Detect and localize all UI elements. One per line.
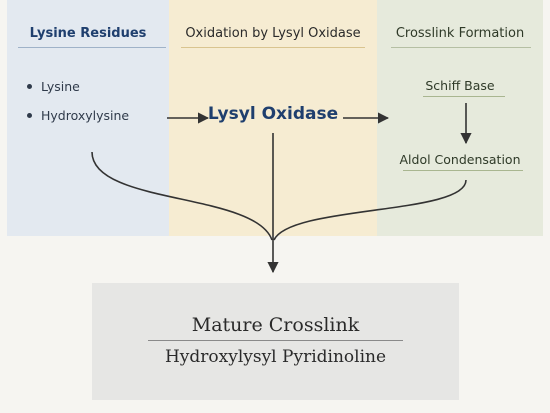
bullet-icon [27,84,32,89]
mature-crosslink-box: Mature Crosslink Hydroxylysyl Pyridinoli… [92,283,459,400]
schiff-base-label: Schiff Base [425,78,495,93]
lysine-residues-panel: Lysine Residues Lysine Hydroxylysine [7,0,169,236]
schiff-base-underline [423,96,505,97]
oxidation-title: Oxidation by Lysyl Oxidase [185,26,361,41]
lysyl-oxidase-label: Lysyl Oxidase [207,104,339,124]
crosslink-formation-panel: Crosslink Formation Schiff Base Aldol Co… [377,0,543,236]
lysine-label: Lysine [41,79,80,94]
bullet-icon [27,113,32,118]
crosslink-formation-title: Crosslink Formation [395,26,525,41]
aldol-condensation-label: Aldol Condensation [399,152,521,167]
crosslink-formation-title-rule [391,47,531,48]
mature-crosslink-title: Mature Crosslink [191,314,360,336]
lysine-residues-title-rule [18,47,166,48]
oxidation-panel: Oxidation by Lysyl Oxidase Lysyl Oxidase [169,0,377,236]
aldol-condensation-underline [403,170,523,171]
lysine-list-item: Lysine [27,79,80,94]
hydroxylysine-label: Hydroxylysine [41,108,130,123]
lysine-residues-title: Lysine Residues [29,26,147,41]
mature-crosslink-rule [148,340,403,341]
hydroxylysine-list-item: Hydroxylysine [27,108,129,123]
hydroxylysyl-pyridinoline-label: Hydroxylysyl Pyridinoline [164,347,387,367]
oxidation-title-rule [181,47,365,48]
